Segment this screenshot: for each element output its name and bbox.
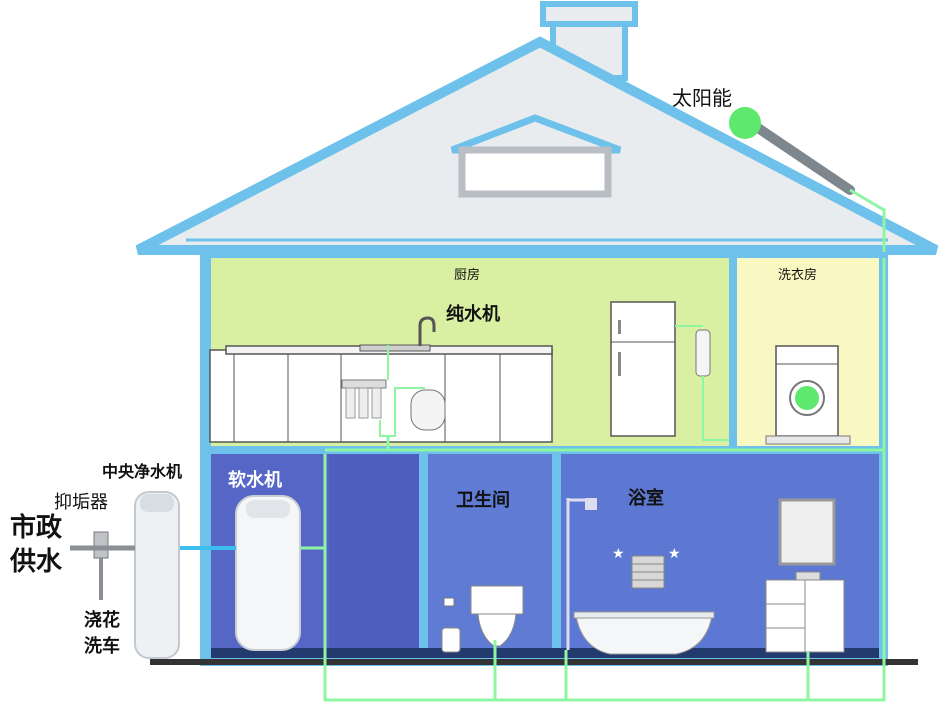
garden-label-1: 浇花	[84, 610, 120, 631]
solar-label: 太阳能	[672, 86, 732, 110]
central-purifier-label: 中央净水机	[102, 462, 183, 481]
refrigerator	[610, 301, 729, 441]
svg-text:★: ★	[668, 546, 681, 562]
attic-window	[450, 114, 622, 198]
softener-label: 软水机	[228, 470, 282, 491]
municipal-supply-label-1: 市政	[10, 513, 63, 543]
svg-text:★: ★	[612, 546, 625, 562]
central-purifier-tank	[134, 491, 180, 659]
washing-machine	[765, 345, 851, 445]
solar-heater	[729, 107, 886, 258]
garden-label-2: 洗车	[84, 636, 120, 657]
municipal-supply-label-2: 供水	[10, 547, 63, 577]
toilet-room-label: 卫生间	[456, 490, 510, 511]
water-softener	[235, 495, 301, 651]
bathtub-area: ★ ★	[566, 498, 715, 655]
scale-inhibitor-label: 抑垢器	[54, 492, 108, 513]
kitchen-label: 厨房	[454, 268, 481, 283]
water-pipes	[300, 258, 886, 702]
bathroom-label: 浴室	[628, 488, 664, 509]
laundry-label: 洗衣房	[778, 268, 818, 283]
solar-tank	[729, 107, 761, 139]
ro-purifier-label: 纯水机	[446, 304, 500, 325]
toilet	[441, 585, 524, 653]
scale-inhibitor	[70, 531, 135, 600]
ro-filter-unit	[341, 345, 446, 437]
vanity	[765, 498, 845, 653]
